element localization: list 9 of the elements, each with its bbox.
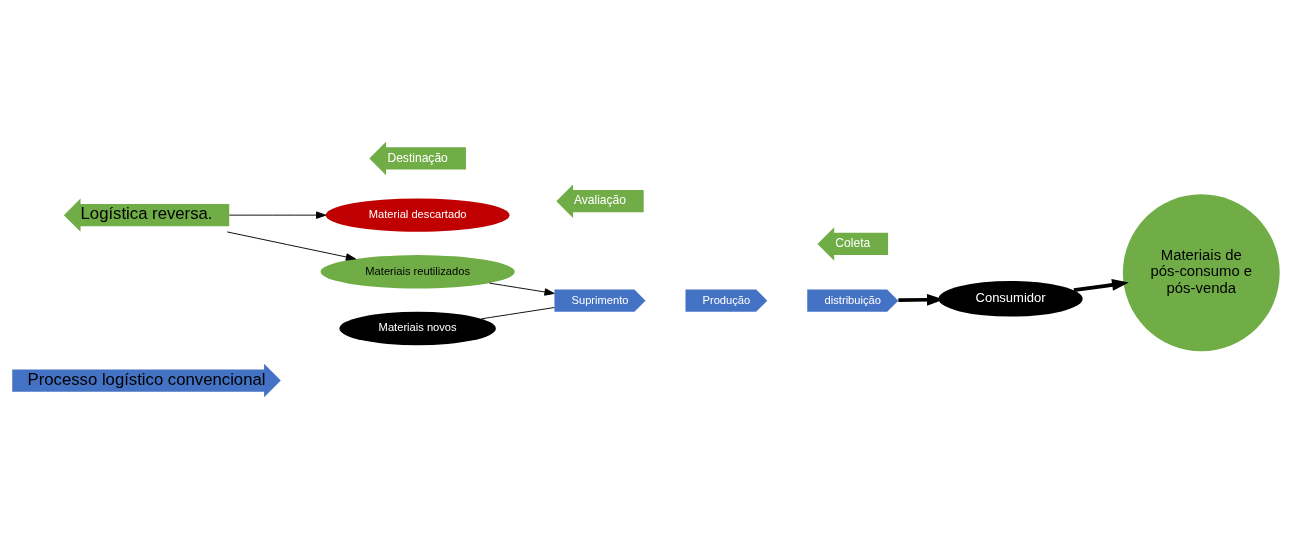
arrow [226, 230, 357, 261]
node-ellipse: Materiais novos [339, 311, 496, 345]
connector [480, 306, 555, 319]
node-ellipse: Consumidor [938, 280, 1083, 317]
arrow [488, 282, 555, 296]
arrow [228, 210, 327, 219]
node-ellipse: Material descartado [325, 197, 510, 232]
arrow [1073, 278, 1129, 292]
node-circle: Materiais de pós-consumo e pós-venda [1122, 193, 1280, 351]
